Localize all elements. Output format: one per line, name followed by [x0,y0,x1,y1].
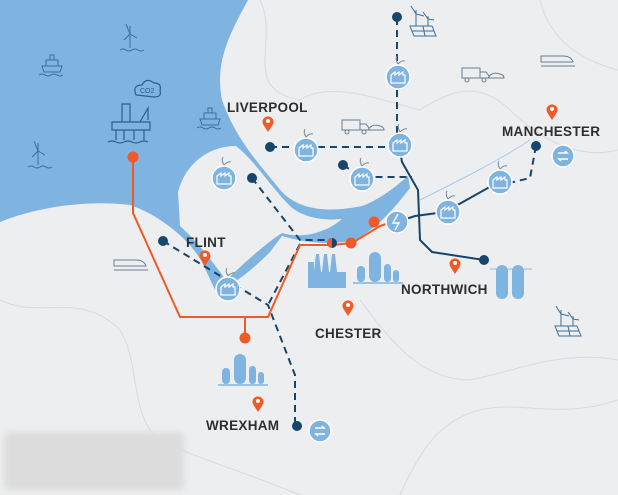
redacted-area [4,432,184,490]
co2-label: CO2 [140,88,155,95]
industrial-factory-icon [308,254,346,288]
city-label-manchester: MANCHESTER [502,124,601,139]
city-label-flint: FLINT [186,235,226,250]
offshore-rig-icon [107,79,161,144]
hydrogen-plant-icon [385,210,409,234]
co2-cloud-icon [134,79,161,98]
industry-icons [211,55,575,443]
city-label-northwich: NORTHWICH [401,282,488,297]
city-label-wrexham: WREXHAM [206,418,280,433]
city-label-liverpool: LIVERPOOL [227,100,308,115]
exchange-icon [551,144,575,168]
pipeline-nodes [127,12,541,431]
exchange-icon [308,419,332,443]
city-label-chester: CHESTER [315,326,382,341]
river [419,139,531,201]
